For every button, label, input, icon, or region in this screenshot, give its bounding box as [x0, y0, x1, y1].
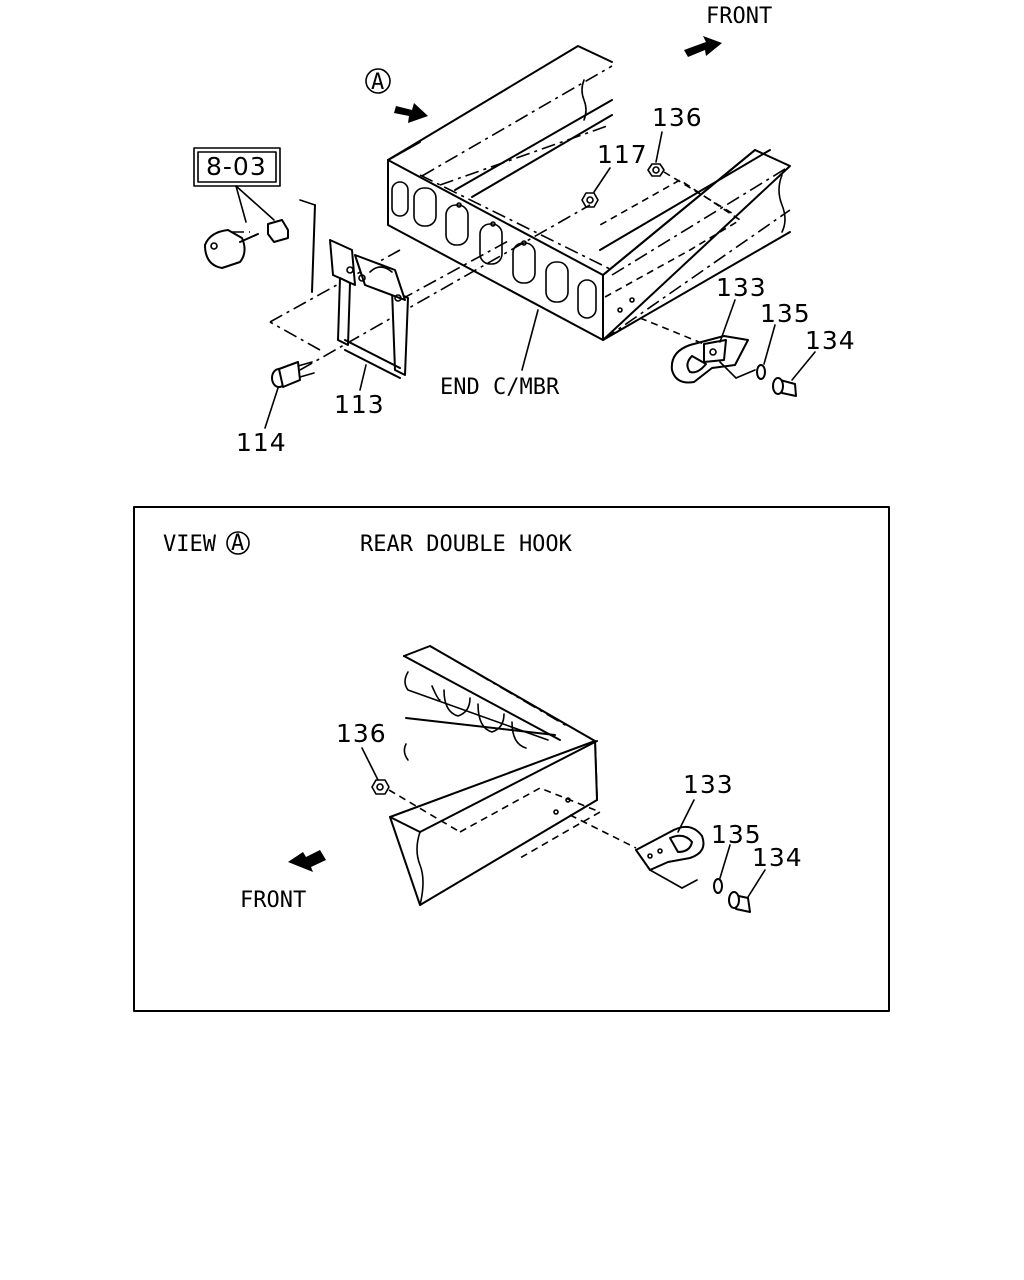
view-label: VIEW: [163, 532, 217, 557]
view-a-marker-detail: A: [226, 531, 250, 556]
detail-frame-structure: [389, 645, 602, 906]
top-exploded-view: FRONT A: [193, 4, 856, 457]
bolt-114: [264, 361, 315, 429]
double-hook-133: [639, 299, 756, 384]
frame-rail-right: [599, 149, 791, 341]
part-number-135: 135: [760, 299, 811, 328]
leader-113: [359, 364, 367, 391]
part-number-134: 134: [805, 326, 856, 355]
view-direction-arrow-icon: [394, 103, 428, 123]
part-number-133: 133: [716, 273, 767, 302]
front-arrow-detail-icon: [288, 850, 326, 872]
svg-text:A: A: [231, 531, 244, 556]
nut-117: [581, 192, 599, 208]
detail-view-frame: [133, 506, 890, 1012]
part-number-114: 114: [236, 428, 287, 457]
nut-136: [647, 163, 736, 216]
double-hook-133-detail: [569, 799, 705, 889]
front-label-top: FRONT: [706, 4, 772, 29]
washer-135: [756, 324, 776, 380]
detail-part-number-134: 134: [752, 843, 803, 872]
bracket-113: [329, 239, 409, 379]
svg-text:A: A: [371, 70, 384, 95]
leader-end-member: [521, 309, 539, 371]
detail-title: REAR DOUBLE HOOK: [360, 532, 573, 557]
detail-view-a: VIEW A REAR DOUBLE HOOK: [133, 506, 890, 1012]
end-cross-member-label: END C/MBR: [440, 375, 560, 400]
part-number-113: 113: [334, 390, 385, 419]
frame-rail-left: [387, 45, 613, 198]
front-arrow-top-icon: [684, 36, 722, 57]
part-number-117: 117: [597, 140, 648, 169]
washer-135-detail: [713, 844, 731, 894]
view-a-marker: A: [365, 68, 391, 95]
bolt-134: [772, 351, 816, 397]
rear-lamp-assembly: [204, 199, 316, 293]
part-number-136: 136: [652, 103, 703, 132]
front-label-detail: FRONT: [240, 888, 306, 913]
ref-box-8-03: 8-03: [193, 147, 281, 223]
detail-part-number-135: 135: [711, 820, 762, 849]
leader-136: [655, 131, 663, 163]
nut-136-detail: [361, 747, 461, 833]
leader-117: [593, 167, 611, 193]
end-cross-member: [387, 141, 613, 341]
bolt-134-detail: [728, 869, 766, 913]
detail-part-number-136: 136: [336, 719, 387, 748]
svg-text:8-03: 8-03: [206, 152, 267, 181]
detail-part-number-133: 133: [683, 770, 734, 799]
